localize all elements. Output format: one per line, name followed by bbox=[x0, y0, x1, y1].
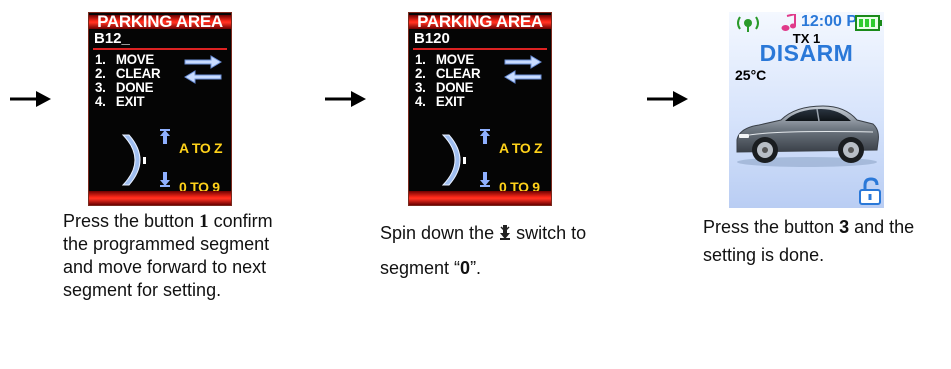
caption-step-1: Press the button 1 confirm the programme… bbox=[63, 210, 293, 302]
screen-title: PARKING AREA bbox=[97, 12, 223, 31]
caption-bold: 3 bbox=[839, 217, 850, 237]
spin-down-switch-icon bbox=[500, 225, 511, 240]
scroll-wheel-icon bbox=[121, 134, 146, 186]
header-bar bbox=[409, 15, 551, 29]
menu-label: DONE bbox=[115, 79, 154, 95]
caption-bold: 0 bbox=[460, 258, 471, 278]
menu-item-move: 1. MOVE bbox=[415, 52, 480, 66]
scroll-wheel-icon bbox=[441, 134, 466, 186]
screen-title: PARKING AREA bbox=[417, 12, 543, 31]
menu-item-clear: 2. CLEAR bbox=[415, 65, 481, 81]
menu-list: 1. MOVE 2. CLEAR 3. DONE 4. EXIT bbox=[95, 52, 164, 108]
menu-label: MOVE bbox=[435, 51, 474, 67]
menu-item-exit: 4. EXIT bbox=[415, 94, 480, 108]
spin-down-icon bbox=[160, 172, 170, 187]
footer-bar bbox=[409, 191, 551, 205]
caption-step-3: Press the button 3 and the setting is do… bbox=[703, 213, 949, 269]
menu-list: 1. MOVE 2. CLEAR 3. DONE 4. EXIT bbox=[415, 52, 484, 108]
menu-label: DONE bbox=[435, 79, 474, 95]
up-range-label: A TO Z bbox=[499, 140, 543, 156]
menu-label: EXIT bbox=[115, 93, 145, 109]
menu-number: 3. bbox=[95, 79, 106, 95]
status-text: DISARM bbox=[759, 40, 854, 66]
divider bbox=[93, 48, 227, 50]
arrow-left-icon bbox=[504, 70, 542, 84]
lcd-screen-2: PARKING AREA B120 1. MOVE 2. CLEAR 3. DONE … bbox=[408, 12, 552, 206]
caption-bold: 1 bbox=[199, 211, 209, 232]
signal-icon bbox=[737, 16, 759, 32]
spin-up-icon bbox=[480, 129, 490, 144]
menu-item-done: 3. DONE bbox=[415, 80, 480, 94]
menu-number: 2. bbox=[95, 65, 106, 81]
menu-item-exit: 4. EXIT bbox=[95, 94, 160, 108]
caption-text: Press the button bbox=[703, 217, 840, 237]
arrow-right-icon bbox=[184, 55, 222, 69]
menu-label: CLEAR bbox=[115, 65, 161, 81]
menu-label: EXIT bbox=[435, 93, 465, 109]
menu-item-move: 1. MOVE bbox=[95, 52, 160, 66]
parking-code: B12_ bbox=[94, 30, 130, 47]
spin-down-icon bbox=[480, 172, 490, 187]
caption-text: confirm the programmed segment and move … bbox=[63, 211, 273, 300]
caption-text: Spin down the bbox=[380, 223, 500, 243]
menu-label: CLEAR bbox=[435, 65, 481, 81]
divider bbox=[413, 48, 547, 50]
caption-text: switch to segment “ bbox=[380, 223, 587, 278]
arrow-left-icon bbox=[184, 70, 222, 84]
menu-number: 3. bbox=[415, 79, 426, 95]
footer-bar bbox=[89, 191, 231, 205]
car-icon bbox=[736, 105, 879, 167]
transmitter-label: TX 1 bbox=[792, 31, 821, 46]
caption-step-2: Spin down the switch to segment “0”. bbox=[380, 216, 650, 286]
unlock-icon bbox=[859, 177, 881, 205]
caption-text: ”. bbox=[470, 258, 482, 278]
menu-item-clear: 2. CLEAR bbox=[95, 65, 161, 81]
battery-icon bbox=[855, 15, 882, 31]
lcd-screen-1: PARKING AREA B12_ 1. MOVE 2. CLEAR 3. DONE … bbox=[88, 12, 232, 206]
flow-arrow-icon bbox=[647, 91, 688, 107]
music-note-icon bbox=[781, 14, 796, 31]
menu-number: 1. bbox=[415, 51, 426, 67]
flow-arrow-icon bbox=[10, 91, 51, 107]
caption-text: Press the button bbox=[63, 211, 200, 231]
flow-arrow-icon bbox=[325, 91, 366, 107]
menu-number: 4. bbox=[95, 93, 106, 109]
menu-number: 1. bbox=[95, 51, 106, 67]
menu-number: 2. bbox=[415, 65, 426, 81]
caption-text: and the setting is done. bbox=[703, 217, 915, 265]
clock-time: 12:00 P bbox=[801, 13, 858, 30]
spin-up-icon bbox=[160, 129, 170, 144]
temperature: 25°C bbox=[735, 67, 767, 83]
menu-label: MOVE bbox=[115, 51, 154, 67]
up-range-label: A TO Z bbox=[179, 140, 223, 156]
arrow-right-icon bbox=[504, 55, 542, 69]
remote-display: 12:00 P TX 1 DISARM 25°C bbox=[729, 12, 884, 208]
header-bar bbox=[89, 15, 231, 29]
menu-item-done: 3. DONE bbox=[95, 80, 160, 94]
parking-code: B120 bbox=[414, 30, 450, 47]
menu-number: 4. bbox=[415, 93, 426, 109]
